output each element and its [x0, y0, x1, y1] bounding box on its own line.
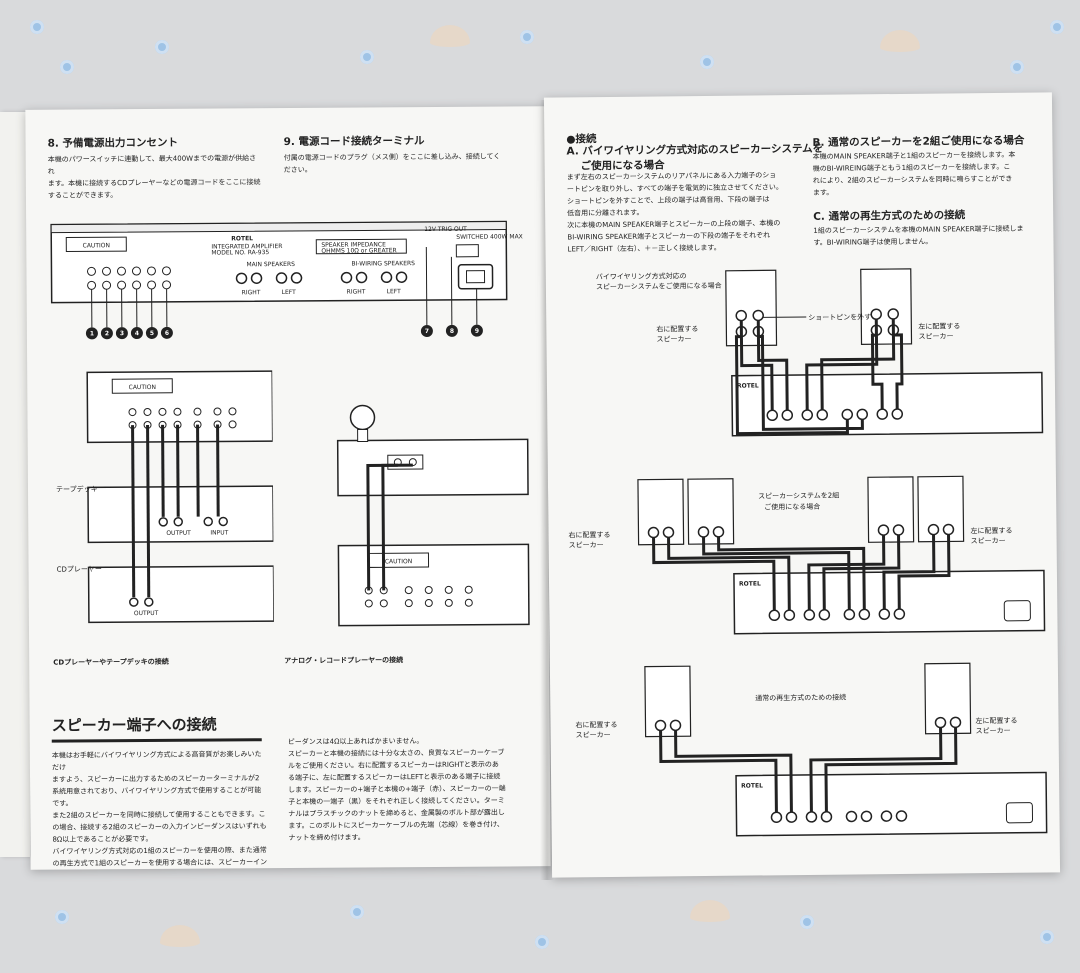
svg-text:ROTEL: ROTEL [737, 382, 759, 389]
svg-text:8: 8 [450, 328, 454, 335]
section-a-body: まず左右のスピーカーシステムのリアパネルにある入力端子のショートピンを取り外し、… [566, 171, 783, 254]
svg-text:スピーカーシステムをご使用になる場合: スピーカーシステムをご使用になる場合 [596, 281, 722, 291]
callout-numbers: 1 2 3 4 5 6 7 8 9 [85, 324, 483, 340]
svg-text:ショートピンを外す: ショートピンを外す [808, 312, 871, 322]
cd-player-label: CDプレーヤー [56, 565, 102, 574]
svg-text:LEFT: LEFT [282, 289, 297, 296]
left-page: 8. 予備電源出力コンセント 本機のパワースイッチに連動して、最大400Wまでの… [25, 106, 551, 870]
fabric-dot [60, 60, 74, 74]
section-9-title: 9. 電源コード接続ターミナル [283, 135, 425, 149]
speaker-col-1: 本機はお手軽にバイワイヤリング方式による高音質がお楽しみいただけますよう、スピー… [51, 750, 268, 868]
title-underline [51, 738, 262, 743]
svg-text:バイワイヤリング方式対応の: バイワイヤリング方式対応の [596, 271, 687, 281]
svg-text:6: 6 [165, 330, 169, 337]
svg-text:CAUTION: CAUTION [129, 384, 156, 391]
section-b-body: 本機のMAIN SPEAKER端子と1組のスピーカーを接続します。本機のBI-W… [812, 150, 1016, 197]
svg-text:INTEGRATED AMPLIFIER: INTEGRATED AMPLIFIER [211, 243, 282, 250]
fabric-dot [800, 915, 814, 929]
section-c-title: C. 通常の再生方式のための接続 [813, 209, 966, 223]
svg-text:LEFT: LEFT [387, 288, 402, 295]
svg-text:スピーカー: スピーカー [918, 332, 953, 340]
svg-text:RIGHT: RIGHT [242, 289, 261, 296]
svg-text:スピーカー: スピーカー [976, 727, 1011, 735]
bi-wiring-diagram: バイワイヤリング方式対応の スピーカーシステムをご使用になる場合 ショートピンを… [596, 268, 1044, 437]
section-9-body: 付属の電源コードのプラグ（メス側）をここに差し込み、接続してく ださい。 [283, 152, 501, 175]
svg-text:SPEAKER IMPEDANCE: SPEAKER IMPEDANCE [321, 241, 386, 248]
rear-panel-diagram: CAUTION ROTEL INTEGRATED AMPLIFIER MODEL… [50, 220, 523, 340]
svg-text:スピーカー: スピーカー [971, 537, 1006, 545]
svg-text:BI-WIRING SPEAKERS: BI-WIRING SPEAKERS [351, 260, 415, 267]
svg-text:右に配置する: 右に配置する [568, 530, 610, 539]
svg-text:スピーカー: スピーカー [569, 541, 604, 549]
svg-text:スピーカー: スピーカー [576, 731, 611, 739]
svg-text:3: 3 [120, 330, 124, 337]
svg-text:5: 5 [150, 330, 154, 337]
svg-text:SWITCHED 400W MAX: SWITCHED 400W MAX [456, 233, 523, 240]
svg-text:左に配置する: 左に配置する [918, 321, 960, 330]
fabric-dot [30, 20, 44, 34]
callout-lines [91, 247, 478, 328]
section-8-body: 本機のパワースイッチに連動して、最大400Wまでの電源が供給され ます。本機に接… [47, 154, 261, 200]
fabric-dot [535, 935, 549, 949]
caption-analog: アナログ・レコードプレーヤーの接続 [284, 656, 404, 666]
speaker-col-2: ピーダンスは4Ω以上あればかまいません。スピーカーと本機の接続には十分な太さの、… [287, 737, 506, 843]
fabric-leaf [880, 30, 920, 52]
svg-text:9: 9 [475, 328, 479, 335]
svg-text:OUTPUT: OUTPUT [134, 610, 159, 617]
fabric-dot [1050, 20, 1064, 34]
fabric-dot [350, 905, 364, 919]
section-8-title: 8. 予備電源出力コンセント [47, 136, 179, 150]
svg-text:ROTEL: ROTEL [741, 782, 763, 789]
speaker-terminals [235, 271, 408, 285]
svg-text:RIGHT: RIGHT [347, 288, 366, 295]
right-page: ●接続 A. バイワイヤリング方式対応のスピーカーシステムを ご使用になる場合 … [543, 92, 1061, 878]
fabric-dot [55, 910, 69, 924]
svg-text:OUTPUT: OUTPUT [166, 530, 191, 537]
svg-text:通常の再生方式のための接続: 通常の再生方式のための接続 [755, 693, 846, 703]
section-c-body: 1組のスピーカーシステムを本機のMAIN SPEAKER端子に接続します。BI-… [813, 224, 1024, 247]
fabric-leaf [160, 925, 200, 947]
svg-text:7: 7 [425, 328, 429, 335]
svg-text:スピーカーシステムを2組: スピーカーシステムを2組 [758, 491, 839, 501]
caution-label: CAUTION [83, 242, 110, 249]
fabric-dot [360, 50, 374, 64]
section-b-title: B. 通常のスピーカーを2組ご使用になる場合 [812, 134, 1025, 149]
svg-text:12V TRIG OUT: 12V TRIG OUT [424, 226, 467, 233]
svg-text:ご使用になる場合: ご使用になる場合 [764, 502, 820, 512]
svg-text:左に配置する: 左に配置する [970, 526, 1012, 535]
tape-deck-label: テープデッキ [55, 485, 98, 494]
analog-record-player-diagram: CAUTION [336, 404, 530, 627]
fabric-dot [1040, 930, 1054, 944]
svg-text:1: 1 [90, 330, 94, 337]
svg-text:ROTEL: ROTEL [739, 580, 761, 587]
speaker-section-title: スピーカー端子への接続 [51, 715, 217, 735]
svg-text:右に配置する: 右に配置する [656, 324, 698, 333]
caption-cd-tape: CDプレーヤーやテープデッキの接続 [53, 657, 169, 667]
svg-text:右に配置する: 右に配置する [575, 720, 617, 729]
fabric-dot [700, 55, 714, 69]
svg-text:OHMMS 10Ω or GREATER: OHMMS 10Ω or GREATER [321, 247, 396, 255]
previous-page-edge [0, 112, 30, 857]
two-speaker-pairs-diagram: スピーカーシステムを2組 ご使用になる場合 右に配置する スピーカー 左に配置す… [568, 475, 1046, 635]
svg-text:MAIN SPEAKERS: MAIN SPEAKERS [246, 261, 295, 268]
cd-tape-connection-diagram: CAUTION OUTPUT INPUT OUTPUT [86, 370, 275, 624]
svg-text:CAUTION: CAUTION [385, 558, 412, 565]
svg-text:INPUT: INPUT [210, 529, 228, 536]
normal-playback-diagram: 通常の再生方式のための接続 右に配置する スピーカー 左に配置する スピーカー … [575, 662, 1048, 837]
fabric-leaf [690, 900, 730, 922]
fabric-leaf [430, 25, 470, 47]
fabric-dot [1010, 60, 1024, 74]
svg-text:2: 2 [105, 330, 109, 337]
svg-text:左に配置する: 左に配置する [975, 716, 1017, 725]
fabric-dot [520, 30, 534, 44]
svg-text:スピーカー: スピーカー [656, 335, 691, 343]
fabric-dot [155, 40, 169, 54]
brand-label: ROTEL [231, 235, 253, 242]
svg-text:4: 4 [135, 330, 139, 337]
svg-text:MODEL NO. RA-935: MODEL NO. RA-935 [211, 249, 269, 256]
